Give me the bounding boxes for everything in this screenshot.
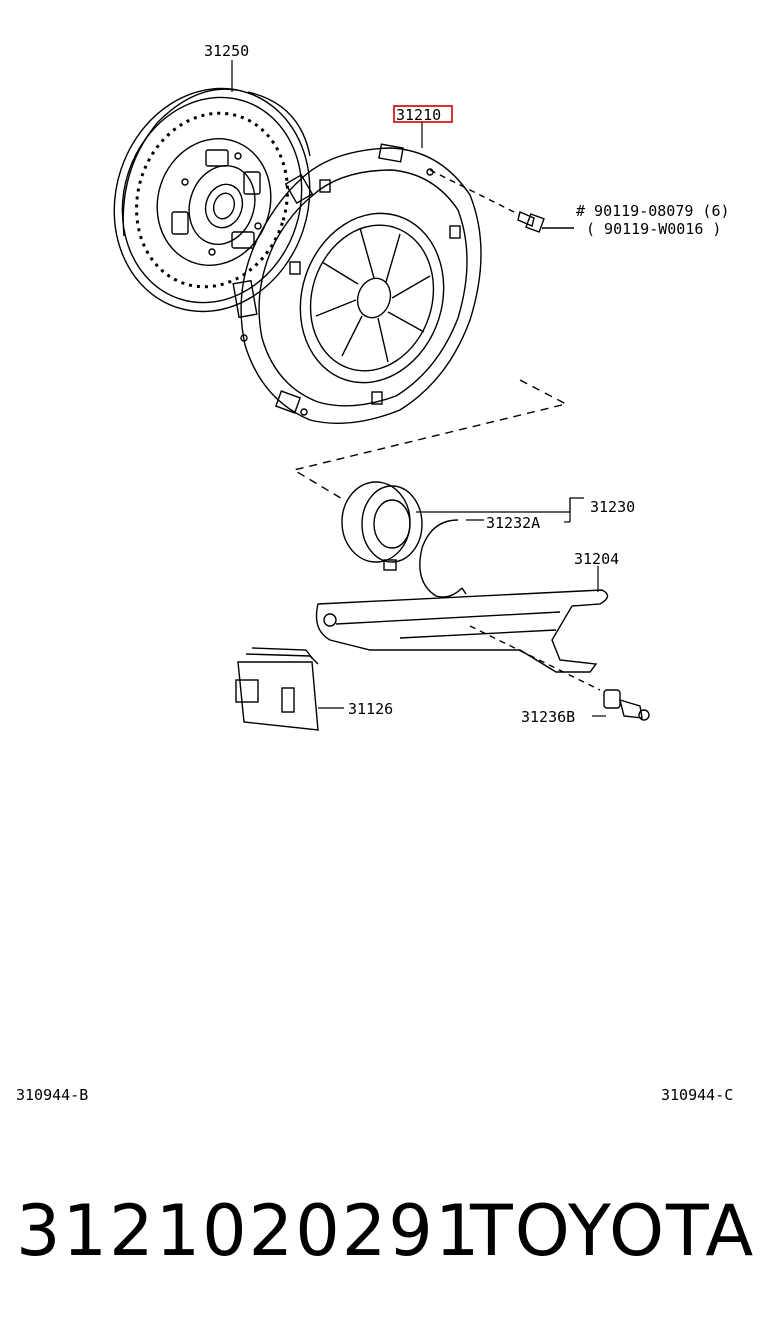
pivot-drawing xyxy=(603,689,650,721)
leader-lines xyxy=(231,60,606,717)
label-31232a: 31232A xyxy=(486,514,540,532)
cover-bolt-drawing xyxy=(429,169,574,233)
footer-right-code: 310944-C xyxy=(661,1086,734,1104)
clutch-disc-drawing xyxy=(113,87,311,313)
fork-boot-drawing xyxy=(235,647,319,731)
assembly-dash-line xyxy=(292,379,568,501)
highlight-box xyxy=(393,105,453,123)
clutch-cover-drawing xyxy=(232,143,482,424)
label-31230: 31230 xyxy=(590,498,635,516)
label-31210: 31210 xyxy=(396,106,441,124)
label-31236b: 31236B xyxy=(521,708,575,726)
label-31126: 31126 xyxy=(348,700,393,718)
brand-name: TOYOTA xyxy=(470,1190,756,1272)
release-bearing-drawing xyxy=(341,481,467,598)
label-bolt-line1: # 90119-08079 (6) xyxy=(576,202,730,220)
label-31204: 31204 xyxy=(574,550,619,568)
label-31250: 31250 xyxy=(204,42,249,60)
part-number: 3121020291 xyxy=(16,1190,482,1272)
footer-left-code: 310944-B xyxy=(16,1086,89,1104)
release-fork-drawing xyxy=(315,589,609,691)
label-bolt-line2: ( 90119-W0016 ) xyxy=(586,220,721,238)
